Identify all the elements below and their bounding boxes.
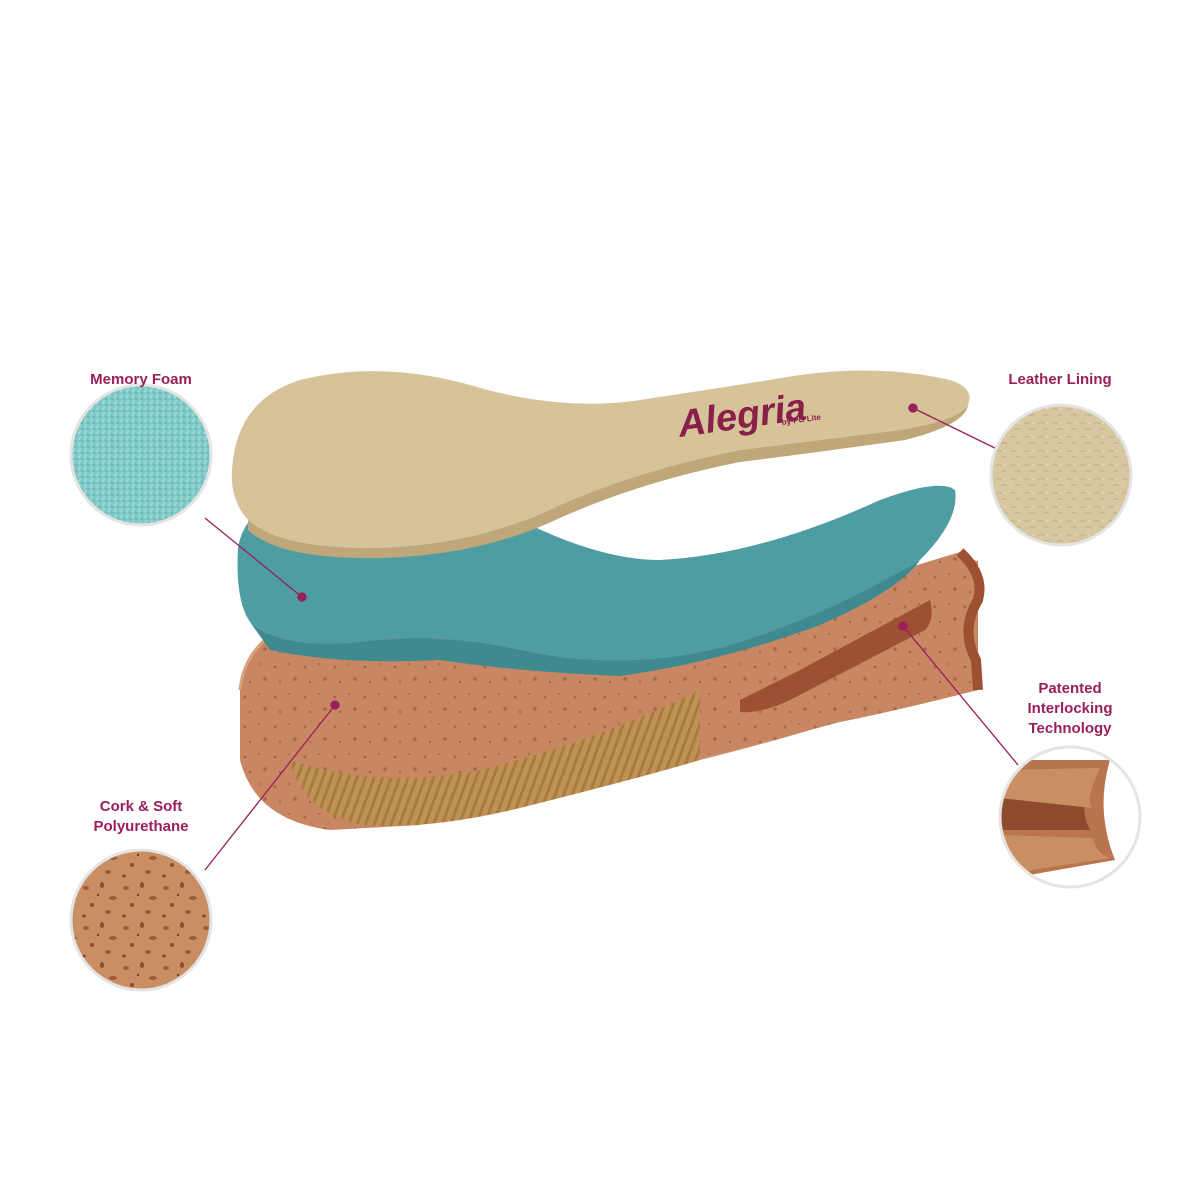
patented-dot bbox=[898, 621, 908, 631]
cork-dot bbox=[330, 700, 340, 710]
cork-label-line2: Polyurethane bbox=[93, 818, 189, 835]
leather-lining-swatch bbox=[989, 403, 1133, 547]
interlocking-tech-swatch bbox=[998, 745, 1142, 889]
leather-lining-label: Leather Lining bbox=[1008, 371, 1112, 388]
cork-swatch bbox=[69, 848, 213, 992]
memory-foam-leader bbox=[204, 517, 303, 598]
cork-leader bbox=[204, 704, 336, 871]
memory-foam-dot bbox=[297, 592, 307, 602]
leather-lining-layer: Alegria by PG Lite bbox=[231, 370, 970, 559]
memory-foam-swatch bbox=[69, 383, 213, 527]
cork-label-line1: Cork & Soft bbox=[99, 798, 183, 815]
leader-lines bbox=[204, 403, 1019, 871]
patented-label-line2: Interlocking bbox=[1027, 700, 1113, 717]
patented-label-line3: Technology bbox=[1028, 720, 1112, 737]
patented-label-line1: Patented bbox=[1038, 680, 1102, 697]
cork-label: Cork & Soft Polyurethane bbox=[71, 797, 211, 837]
patented-label: Patented Interlocking Technology bbox=[1005, 679, 1135, 739]
memory-foam-label: Memory Foam bbox=[90, 371, 192, 388]
leather-leader bbox=[912, 407, 1004, 453]
leather-dot bbox=[908, 403, 918, 413]
patented-leader bbox=[902, 625, 1019, 766]
